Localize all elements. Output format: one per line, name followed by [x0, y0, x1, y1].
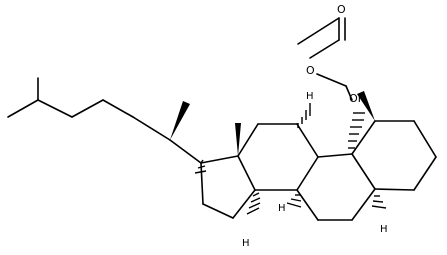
hash-bond — [286, 194, 302, 208]
bond — [351, 188, 376, 221]
bond — [7, 99, 39, 118]
bond — [297, 17, 340, 45]
bond — [351, 153, 376, 190]
bond — [200, 155, 239, 164]
bond — [316, 73, 347, 87]
bond — [296, 123, 319, 158]
bond — [169, 139, 202, 164]
h-top-label: H — [306, 91, 314, 102]
bond — [309, 39, 340, 59]
hash-bonds — [194, 103, 387, 215]
bond — [200, 162, 204, 205]
h-bottom-center-label: H — [278, 203, 286, 214]
bond — [413, 156, 437, 191]
bond — [413, 120, 437, 158]
bond — [71, 99, 104, 118]
ester-oxygen-label: O — [306, 64, 315, 77]
wedge-bonds — [170, 91, 375, 156]
hash-bond — [297, 103, 311, 128]
bond — [132, 116, 171, 141]
hash-bond — [194, 159, 207, 174]
bond — [351, 120, 376, 155]
bond — [102, 99, 134, 118]
h-ring-d-label: H — [242, 238, 250, 249]
bond — [237, 155, 256, 191]
hydroxyl-label: HO — [349, 91, 366, 104]
bond — [374, 188, 415, 191]
wedge-bond — [170, 101, 190, 140]
hash-bond — [246, 192, 261, 215]
bond — [345, 85, 353, 101]
wedge-bond — [357, 91, 375, 121]
bond — [202, 203, 234, 219]
bond — [317, 153, 353, 158]
hash-bond — [348, 112, 365, 149]
h-ring-a-label: H — [380, 224, 388, 235]
bond — [237, 123, 259, 157]
carbonyl-oxygen-label: O — [337, 3, 346, 16]
bond-lines — [7, 17, 437, 221]
bond — [37, 99, 73, 118]
bond — [296, 156, 319, 191]
bond — [232, 189, 256, 219]
hash-bond — [371, 195, 387, 209]
wedge-bond — [235, 123, 241, 156]
